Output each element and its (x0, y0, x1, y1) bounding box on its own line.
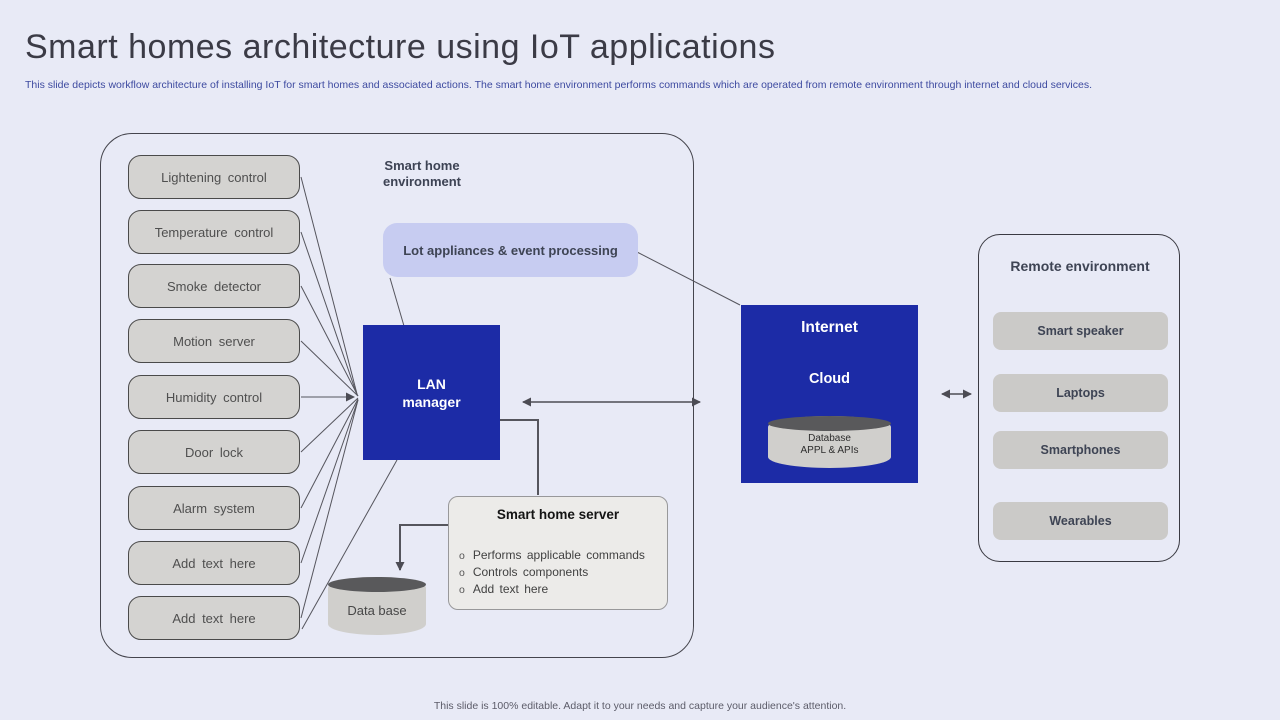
iot-appliances-event-processing-box: Lot appliances & event processing (383, 223, 638, 277)
connector-motion-lan (300, 340, 359, 397)
server-bullet: Performs applicable commands (459, 548, 645, 562)
device-fan-lines (300, 176, 741, 630)
connector-lan-server (500, 419, 539, 495)
connector-temperature-lan (300, 231, 358, 396)
remote-environment-label: Remote environment (1010, 258, 1150, 274)
remote-item-wearables: Wearables (993, 502, 1168, 540)
smart-home-environment-container (100, 133, 694, 658)
remote-item-laptops: Laptops (993, 374, 1168, 412)
cloud-database-cylinder: Database APPL & APIs (768, 416, 891, 468)
connector-alarm-lan (300, 398, 359, 509)
device-box-temperature-control: Temperature control (128, 210, 300, 254)
device-box-add-text-2: Add text here (128, 596, 300, 640)
lan-manager-label: LAN manager (402, 375, 461, 410)
connector-appliances-internet (636, 251, 741, 306)
elbow-connectors (395, 419, 539, 571)
connector-doorlock-lan (300, 397, 359, 453)
connector-lan-addtext2 (301, 459, 398, 630)
internet-cloud-box: Internet Cloud Database APPL & APIs (741, 305, 918, 483)
device-box-lightening-control: Lightening control (128, 155, 300, 199)
smart-home-environment-label: Smart home environment (382, 158, 461, 189)
device-box-motion-server: Motion server (128, 319, 300, 363)
slide-description: This slide depicts workflow architecture… (25, 79, 1093, 91)
double-arrows (522, 389, 972, 407)
cylinder-top-ellipse (328, 577, 426, 592)
connector-lightening-lan (300, 176, 358, 395)
remote-item-smartphones: Smartphones (993, 431, 1168, 469)
cylinder-top-ellipse (768, 416, 891, 431)
connector-addtext1-lan (300, 399, 359, 564)
server-bullet: Controls components (459, 565, 645, 579)
database-cylinder: Data base (328, 577, 426, 635)
connector-server-database-arrow (395, 524, 448, 571)
device-box-door-lock: Door lock (128, 430, 300, 474)
internet-label: Internet (801, 319, 858, 336)
smart-home-server-box: Smart home server Performs applicable co… (448, 496, 668, 610)
device-box-add-text-1: Add text here (128, 541, 300, 585)
device-box-humidity-control: Humidity control (128, 375, 300, 419)
remote-environment-container: Remote environment Smart speaker Laptops… (978, 234, 1180, 562)
footer-note: This slide is 100% editable. Adapt it to… (433, 700, 847, 712)
connector-appliances-lan (389, 277, 405, 327)
database-label: Data base (347, 603, 407, 618)
smart-home-server-bullets: Performs applicable commands Controls co… (459, 548, 645, 599)
lan-manager-box: LAN manager (363, 325, 500, 460)
cloud-database-label: Database APPL & APIs (800, 433, 859, 456)
device-box-alarm-system: Alarm system (128, 486, 300, 530)
page-title: Smart homes architecture using IoT appli… (25, 28, 776, 66)
connector-addtext2-lan (300, 399, 359, 619)
cloud-label: Cloud (808, 371, 851, 387)
connector-smoke-lan (300, 285, 359, 397)
smart-home-server-title: Smart home server (496, 507, 620, 522)
remote-item-smart-speaker: Smart speaker (993, 312, 1168, 350)
device-box-smoke-detector: Smoke detector (128, 264, 300, 308)
server-bullet: Add text here (459, 582, 645, 596)
